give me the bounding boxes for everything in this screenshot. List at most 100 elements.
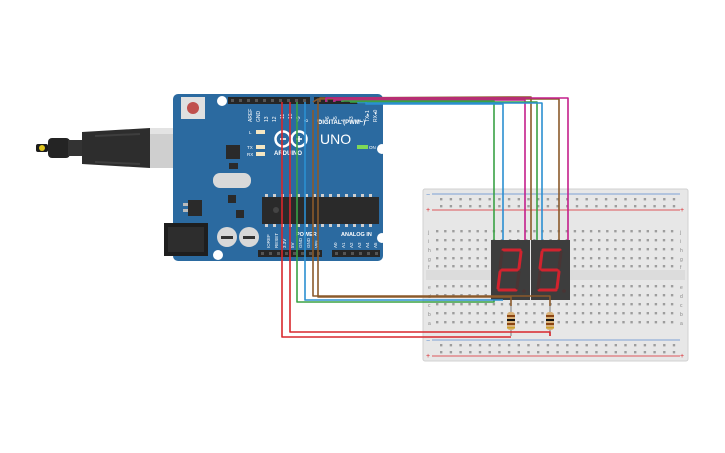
breadboard-hole[interactable]	[622, 312, 625, 315]
breadboard-hole[interactable]	[500, 230, 504, 233]
breadboard-hole[interactable]	[589, 239, 593, 242]
breadboard-hole[interactable]	[598, 294, 601, 297]
breadboard-hole[interactable]	[624, 351, 627, 354]
breadboard-hole[interactable]	[663, 351, 666, 354]
breadboard-hole[interactable]	[581, 248, 585, 251]
breadboard-hole[interactable]	[654, 294, 658, 297]
breadboard-hole[interactable]	[507, 344, 511, 347]
breadboard-hole[interactable]	[565, 321, 568, 324]
breadboard-hole[interactable]	[646, 257, 649, 260]
breadboard-hole[interactable]	[525, 321, 528, 324]
breadboard-hole[interactable]	[614, 294, 617, 297]
breadboard-hole[interactable]	[662, 303, 666, 306]
breadboard-hole[interactable]	[634, 205, 637, 208]
breadboard-hole[interactable]	[573, 248, 577, 251]
wire-brown-3[interactable]	[317, 102, 512, 306]
breadboard-hole[interactable]	[663, 205, 666, 208]
breadboard-hole[interactable]	[638, 285, 641, 288]
breadboard-hole[interactable]	[459, 198, 462, 201]
breadboard-hole[interactable]	[585, 344, 588, 347]
breadboard-hole[interactable]	[630, 285, 633, 288]
seven-segment-display-right[interactable]	[531, 240, 570, 300]
breadboard-hole[interactable]	[517, 312, 520, 315]
breadboard-hole[interactable]	[604, 205, 608, 208]
breadboard-hole[interactable]	[565, 303, 568, 306]
breadboard-hole[interactable]	[507, 198, 511, 201]
breadboard-hole[interactable]	[654, 239, 658, 242]
breadboard-hole[interactable]	[630, 321, 633, 324]
breadboard-hole[interactable]	[646, 239, 649, 242]
breadboard-hole[interactable]	[468, 239, 471, 242]
breadboard-hole[interactable]	[498, 351, 501, 354]
breadboard-hole[interactable]	[517, 230, 520, 233]
breadboard-hole[interactable]	[643, 205, 647, 208]
breadboard-hole[interactable]	[500, 321, 504, 324]
breadboard-hole[interactable]	[517, 303, 520, 306]
breadboard-hole[interactable]	[468, 321, 471, 324]
resistor-2[interactable]	[546, 306, 554, 336]
breadboard-hole[interactable]	[541, 303, 544, 306]
breadboard-hole[interactable]	[565, 312, 568, 315]
breadboard-hole[interactable]	[622, 285, 625, 288]
breadboard-hole[interactable]	[672, 205, 676, 208]
breadboard-hole[interactable]	[589, 230, 593, 233]
breadboard-hole[interactable]	[573, 312, 577, 315]
breadboard-hole[interactable]	[469, 351, 472, 354]
breadboard-hole[interactable]	[492, 312, 496, 315]
breadboard-hole[interactable]	[670, 303, 674, 306]
breadboard-hole[interactable]	[670, 312, 674, 315]
wire-magenta-1[interactable]	[325, 97, 569, 240]
breadboard-hole[interactable]	[507, 351, 511, 354]
breadboard-hole[interactable]	[630, 230, 633, 233]
breadboard-hole[interactable]	[517, 344, 520, 347]
wires[interactable]	[281, 96, 569, 338]
breadboard-hole[interactable]	[546, 351, 550, 354]
breadboard-hole[interactable]	[468, 303, 471, 306]
breadboard-hole[interactable]	[460, 257, 463, 260]
breadboard-hole[interactable]	[646, 312, 649, 315]
breadboard-hole[interactable]	[606, 312, 609, 315]
wire-brown-2[interactable]	[312, 98, 560, 240]
breadboard-hole[interactable]	[646, 230, 649, 233]
breadboard-hole[interactable]	[537, 198, 540, 201]
breadboard-hole[interactable]	[546, 205, 550, 208]
breadboard-hole[interactable]	[614, 285, 617, 288]
breadboard-hole[interactable]	[662, 248, 666, 251]
breadboard-hole[interactable]	[573, 230, 577, 233]
breadboard-hole[interactable]	[546, 198, 550, 201]
breadboard-hole[interactable]	[595, 351, 598, 354]
breadboard-hole[interactable]	[468, 257, 471, 260]
breadboard-hole[interactable]	[614, 257, 617, 260]
breadboard-hole[interactable]	[622, 294, 625, 297]
breadboard-hole[interactable]	[468, 312, 471, 315]
breadboard-hole[interactable]	[449, 198, 453, 201]
breadboard-hole[interactable]	[533, 303, 536, 306]
breadboard-hole[interactable]	[606, 265, 609, 268]
breadboard-hole[interactable]	[452, 248, 455, 251]
breadboard-hole[interactable]	[452, 321, 455, 324]
breadboard-hole[interactable]	[670, 321, 674, 324]
breadboard-hole[interactable]	[436, 285, 439, 288]
breadboard-hole[interactable]	[498, 205, 501, 208]
breadboard-hole[interactable]	[614, 198, 617, 201]
breadboard-hole[interactable]	[449, 205, 453, 208]
breadboard-hole[interactable]	[606, 248, 609, 251]
breadboard-hole[interactable]	[646, 248, 649, 251]
breadboard-hole[interactable]	[444, 230, 447, 233]
breadboard-hole[interactable]	[566, 351, 569, 354]
breadboard-hole[interactable]	[478, 351, 482, 354]
breadboard-hole[interactable]	[449, 351, 453, 354]
breadboard-hole[interactable]	[444, 321, 447, 324]
breadboard-hole[interactable]	[606, 294, 609, 297]
breadboard-hole[interactable]	[598, 257, 601, 260]
breadboard-hole[interactable]	[488, 351, 491, 354]
breadboard-hole[interactable]	[468, 248, 471, 251]
breadboard-hole[interactable]	[638, 321, 641, 324]
breadboard-hole[interactable]	[598, 285, 601, 288]
breadboard-hole[interactable]	[452, 312, 455, 315]
wire-red-1[interactable]	[281, 102, 511, 338]
breadboard-hole[interactable]	[622, 265, 625, 268]
breadboard-hole[interactable]	[638, 257, 641, 260]
breadboard-hole[interactable]	[646, 285, 649, 288]
breadboard-hole[interactable]	[581, 285, 585, 288]
